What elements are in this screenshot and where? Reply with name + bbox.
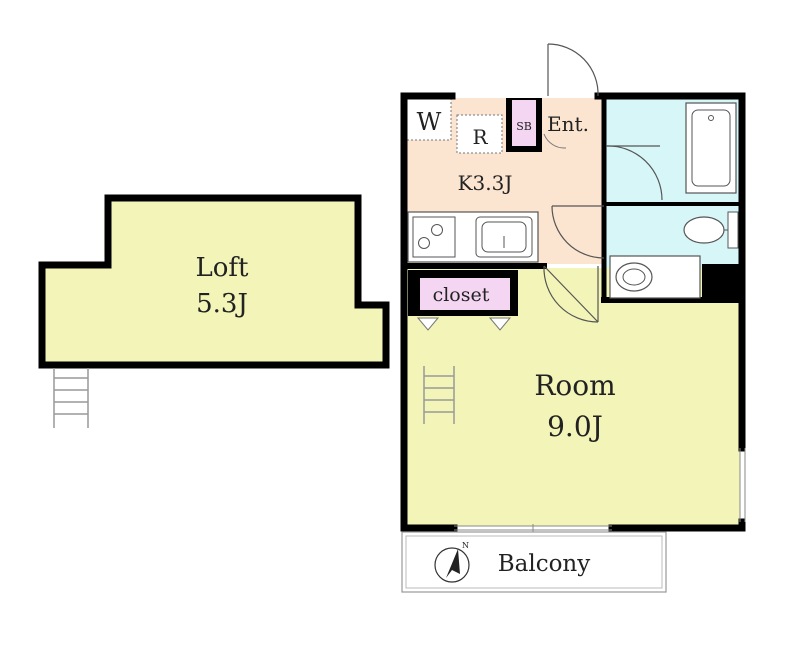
shoe-box-label: SB xyxy=(516,120,532,133)
loft-area: Loft 5.3J xyxy=(38,194,390,428)
loft-size: 5.3J xyxy=(196,289,248,319)
svg-text:N: N xyxy=(462,541,469,550)
closet-label: closet xyxy=(433,284,490,306)
right-window xyxy=(739,448,746,522)
bathtub xyxy=(685,102,737,194)
kitchen-label: K3.3J xyxy=(458,171,513,195)
entrance-door xyxy=(543,43,599,149)
north-compass-icon: N xyxy=(434,541,470,583)
kitchen-counter xyxy=(407,211,539,263)
main-room-size: 9.0J xyxy=(547,410,603,443)
refrigerator-space xyxy=(456,114,503,154)
main-room-label: Room xyxy=(534,369,615,402)
washer-label: W xyxy=(417,108,442,136)
washbasin xyxy=(609,255,701,299)
loft-ladder xyxy=(53,368,89,428)
room-ladder xyxy=(423,366,455,424)
closet xyxy=(408,270,518,331)
room-door xyxy=(543,265,599,323)
loft-outline xyxy=(38,194,390,369)
bathroom-door xyxy=(605,145,663,201)
toilet-door xyxy=(551,205,605,259)
shoe-box xyxy=(512,100,536,146)
walls xyxy=(400,92,746,532)
entrance-label: Ent. xyxy=(547,112,589,136)
refrigerator-label: R xyxy=(472,125,488,149)
balcony-label: Balcony xyxy=(498,551,591,577)
balcony-sliding-door xyxy=(454,524,612,532)
entry-floor xyxy=(544,208,606,264)
washer-space xyxy=(406,97,452,141)
kitchen-floor xyxy=(404,140,606,208)
toilet xyxy=(683,211,739,249)
pipe-shaft xyxy=(702,264,742,300)
loft-label: Loft xyxy=(196,253,250,283)
